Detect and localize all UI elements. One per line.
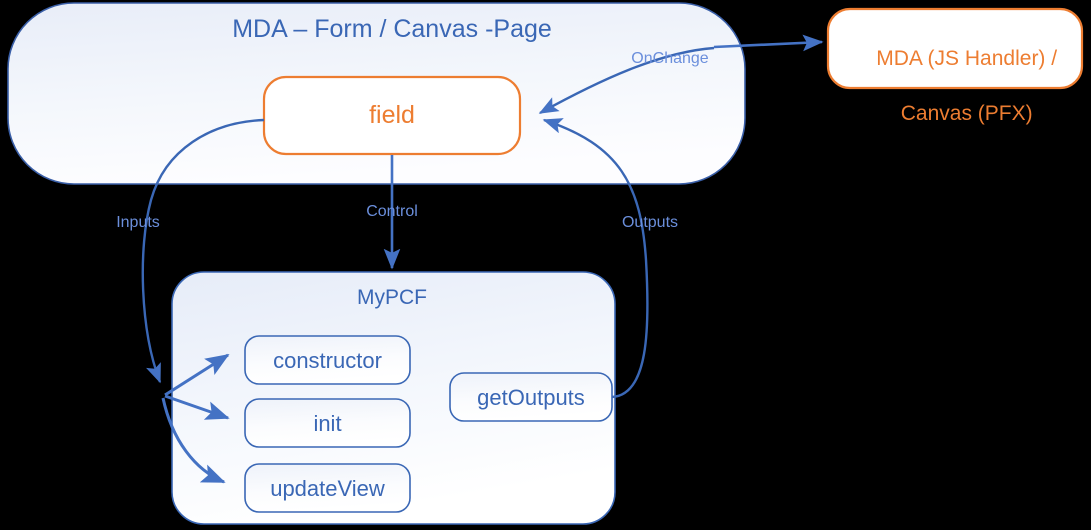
node-constructor[interactable] bbox=[244, 335, 411, 385]
node-init[interactable] bbox=[244, 398, 411, 448]
node-updateview-label: updateView bbox=[270, 476, 385, 501]
edge-outputs-label: Outputs bbox=[621, 214, 679, 231]
edge-onchange bbox=[538, 34, 824, 115]
node-field-label: field bbox=[369, 101, 415, 129]
node-init-label: init bbox=[313, 411, 342, 436]
node-constructor-label: constructor bbox=[273, 348, 382, 373]
node-getoutputs-label: getOutputs bbox=[477, 385, 585, 410]
edge-inputs bbox=[141, 118, 265, 484]
edge-outputs bbox=[542, 118, 649, 399]
node-updateview[interactable] bbox=[244, 463, 411, 513]
node-field[interactable] bbox=[262, 75, 522, 156]
page-title-mda: MDA – Form / Canvas -Page bbox=[232, 15, 552, 43]
edge-onchange-label: OnChange bbox=[631, 50, 709, 67]
node-js-handler[interactable] bbox=[826, 7, 1084, 90]
node-js-handler-label: MDA (JS Handler) / Canvas (PFX) bbox=[828, 17, 1082, 156]
node-js-handler-line2: Canvas (PFX) bbox=[900, 102, 1033, 126]
node-js-handler-line1: MDA (JS Handler) / bbox=[876, 46, 1058, 70]
edge-control-label: Control bbox=[366, 203, 418, 220]
container-mypcf-title: MyPCF bbox=[357, 286, 427, 309]
edge-inputs-label: Inputs bbox=[116, 214, 160, 231]
